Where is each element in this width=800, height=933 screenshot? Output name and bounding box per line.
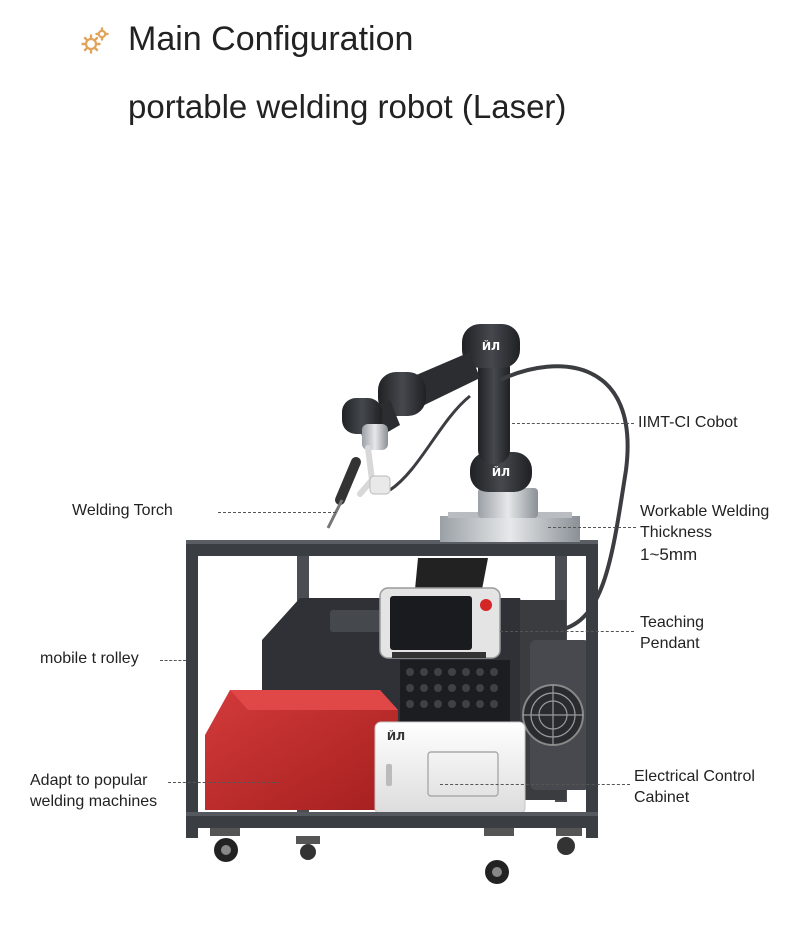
svg-text:ЙЛ: ЙЛ [492, 466, 510, 479]
page-title: Main Configuration [128, 20, 414, 58]
leader-welding-torch [218, 512, 336, 513]
teaching-pendant [379, 558, 501, 659]
callout-welding-machines: Adapt to popular welding machines [30, 772, 158, 810]
leader-adapt [168, 782, 280, 783]
page-subtitle: portable welding robot (Laser) [128, 88, 567, 125]
leader-thickness [548, 527, 636, 528]
electrical-control-cabinet: ЙЛ [374, 721, 526, 815]
svg-text:ЙЛ: ЙЛ [387, 730, 405, 743]
red-welding-machine [205, 690, 398, 810]
callout-mobile-trolley: mobile t rolley [40, 650, 139, 667]
cobot-arm: ЙЛ ЙЛ [342, 324, 630, 632]
svg-text:ЙЛ: ЙЛ [482, 340, 500, 353]
leader-cobot [512, 423, 634, 424]
callout-welding-torch: Welding Torch [72, 502, 173, 519]
trolley-top-shelf [186, 540, 598, 556]
leader-pendant [500, 631, 634, 632]
welding-torch [326, 445, 391, 529]
callout-teaching-pendant: Teaching Pendant [640, 614, 705, 652]
callout-thickness: Workable Welding Thickness 1~5mm [640, 503, 770, 564]
gears-icon [81, 27, 109, 54]
leader-trolley [160, 660, 186, 661]
leader-cabinet [440, 784, 630, 785]
callout-cobot: IIMT-CI Cobot [638, 414, 738, 431]
cobot-base [440, 488, 580, 542]
callout-electrical-cabinet: Electrical Control Cabinet [634, 768, 755, 806]
trolley-wheels [210, 828, 582, 884]
trolley-frame-front [186, 548, 598, 838]
